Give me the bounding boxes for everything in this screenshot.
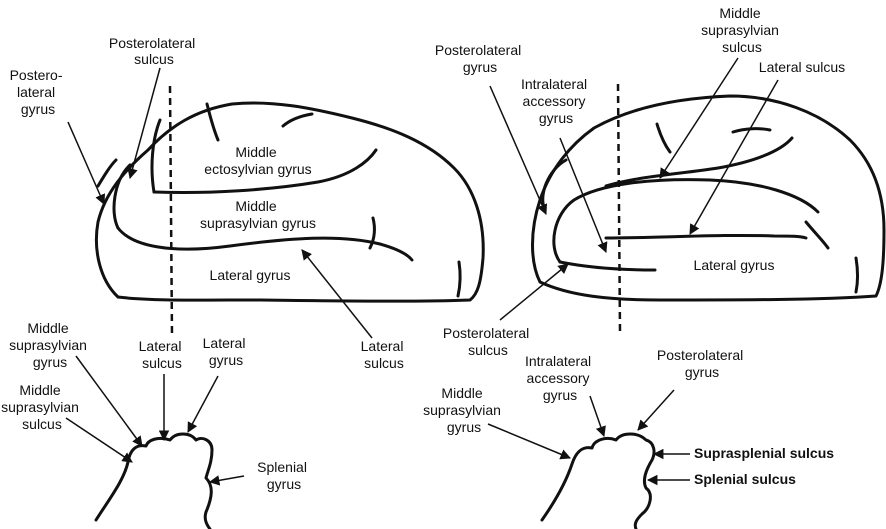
arrow-left-msg-section	[76, 356, 142, 446]
label-middle-ectosylvian-gyrus: Middle ectosylvian gyrus	[204, 144, 311, 177]
arrow-right-posterolateral-sulcus	[500, 264, 568, 320]
left-ectosylvian-inner	[152, 120, 160, 192]
label-right-mss-sulcus: Middle suprasylvian sulcus	[701, 5, 783, 55]
label-splenial-gyrus: Splenial gyrus	[257, 459, 311, 492]
label-right-posterolateral-sulcus: Posterolateral sulcus	[443, 325, 533, 358]
arrow-right-intralateral-accessory	[560, 138, 606, 252]
left-small-sulcus-b	[283, 114, 312, 126]
left-small-sulcus-d	[458, 262, 460, 296]
right-cross-section	[542, 434, 654, 529]
label-left-section-lateral-gyrus: Lateral gyrus	[203, 335, 250, 368]
arrow-left-posterolateral-sulcus	[130, 68, 160, 178]
label-right-section-intralateral: Intralateral accessory gyrus	[525, 353, 595, 403]
arrow-right-msg-section	[488, 424, 570, 458]
arrow-right-intralateral-section	[590, 396, 604, 436]
right-intralateral-accessory-sulcus	[560, 262, 655, 270]
arrow-left-mss-section	[66, 418, 132, 462]
arrow-left-lateral-sulcus	[302, 250, 372, 338]
label-right-lateral-gyrus: Lateral gyrus	[694, 257, 775, 273]
leader-lines	[66, 58, 778, 482]
right-small-sulcus-b	[733, 129, 770, 132]
label-left-section-msg: Middle suprasylvian gyrus	[9, 320, 91, 370]
label-right-posterolateral-gyrus: Posterolateral gyrus	[435, 42, 525, 75]
label-right-lateral-sulcus: Lateral sulcus	[759, 59, 845, 75]
label-left-lateral-sulcus: Lateral sulcus	[361, 338, 408, 371]
label-left-posterolateral-sulcus: Posterolateral sulcus	[109, 35, 199, 67]
arrow-left-splenial-gyrus	[210, 476, 244, 482]
left-hemisphere-drawing	[96, 86, 483, 336]
right-lateral-sulcus-line	[606, 235, 806, 238]
arrow-left-lateral-gyrus-section	[188, 376, 218, 432]
left-suprasylvian-sulcus	[98, 160, 116, 186]
right-small-sulcus-c	[806, 222, 828, 248]
label-suprasplenial-sulcus: Suprasplenial sulcus	[694, 445, 834, 461]
right-posterior-sulcus	[543, 160, 566, 210]
arrow-right-mss-sulcus	[660, 58, 738, 178]
arrow-left-posterolateral-gyrus	[68, 122, 104, 204]
left-lateral-sulcus-line	[118, 228, 412, 260]
left-cross-section	[96, 434, 212, 529]
label-splenial-sulcus: Splenial sulcus	[694, 471, 796, 487]
right-small-sulcus-a	[657, 124, 670, 152]
left-inner-posterior-sulcus	[114, 165, 130, 228]
right-hemisphere-drawing	[533, 84, 885, 332]
label-left-posterolateral-gyrus: Postero- lateral gyrus	[10, 67, 67, 117]
label-right-intralateral-accessory-gyrus: Intralateral accessory gyrus	[521, 76, 591, 126]
label-left-section-mss: Middle suprasylvian sulcus	[1, 382, 83, 432]
label-right-section-posterolateral-gyrus: Posterolateral gyrus	[657, 347, 747, 380]
label-left-section-lateral-sulcus: Lateral sulcus	[139, 338, 186, 371]
label-right-section-msg: Middle suprasylvian gyrus	[423, 385, 505, 435]
right-dashed-section-line	[618, 84, 620, 332]
label-left-lateral-gyrus: Lateral gyrus	[210, 267, 291, 283]
arrow-right-posterolateral-section	[638, 390, 674, 430]
label-left-middle-suprasylvian-gyrus: Middle suprasylvian gyrus	[200, 198, 316, 231]
right-small-sulcus-d	[856, 258, 858, 292]
